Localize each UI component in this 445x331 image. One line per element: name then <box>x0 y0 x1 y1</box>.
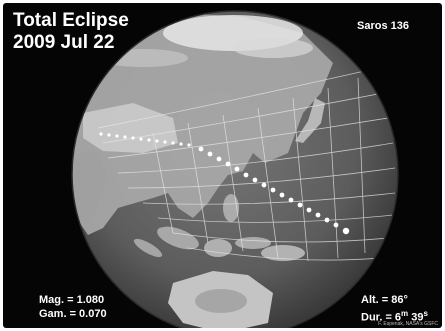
landmass-asia <box>72 13 333 235</box>
duration-second-unit: s <box>423 309 428 318</box>
image-credit: F. Espenak, NASA's GSFC <box>378 321 438 327</box>
eclipse-date: 2009 Jul 22 <box>13 32 115 53</box>
duration-minute-unit: m <box>401 309 409 318</box>
altitude-label: Alt. = 86° <box>361 294 408 306</box>
earth-globe <box>71 10 399 328</box>
gamma-label: Gam. = 0.070 <box>39 308 107 320</box>
totality-track <box>99 132 350 235</box>
eclipse-path-grid <box>97 67 396 262</box>
eclipse-title: Total Eclipse <box>13 10 129 31</box>
magnitude-label: Mag. = 1.080 <box>39 294 105 306</box>
duration-label: Dur. = 6m 39s <box>361 307 428 325</box>
saros-label: Saros 136 <box>357 20 409 32</box>
duration-seconds: 39 <box>408 311 424 324</box>
eclipse-map-frame: Total Eclipse 2009 Jul 22 Saros 136 Mag.… <box>3 3 442 328</box>
duration-value: Dur. = 6 <box>361 311 402 324</box>
